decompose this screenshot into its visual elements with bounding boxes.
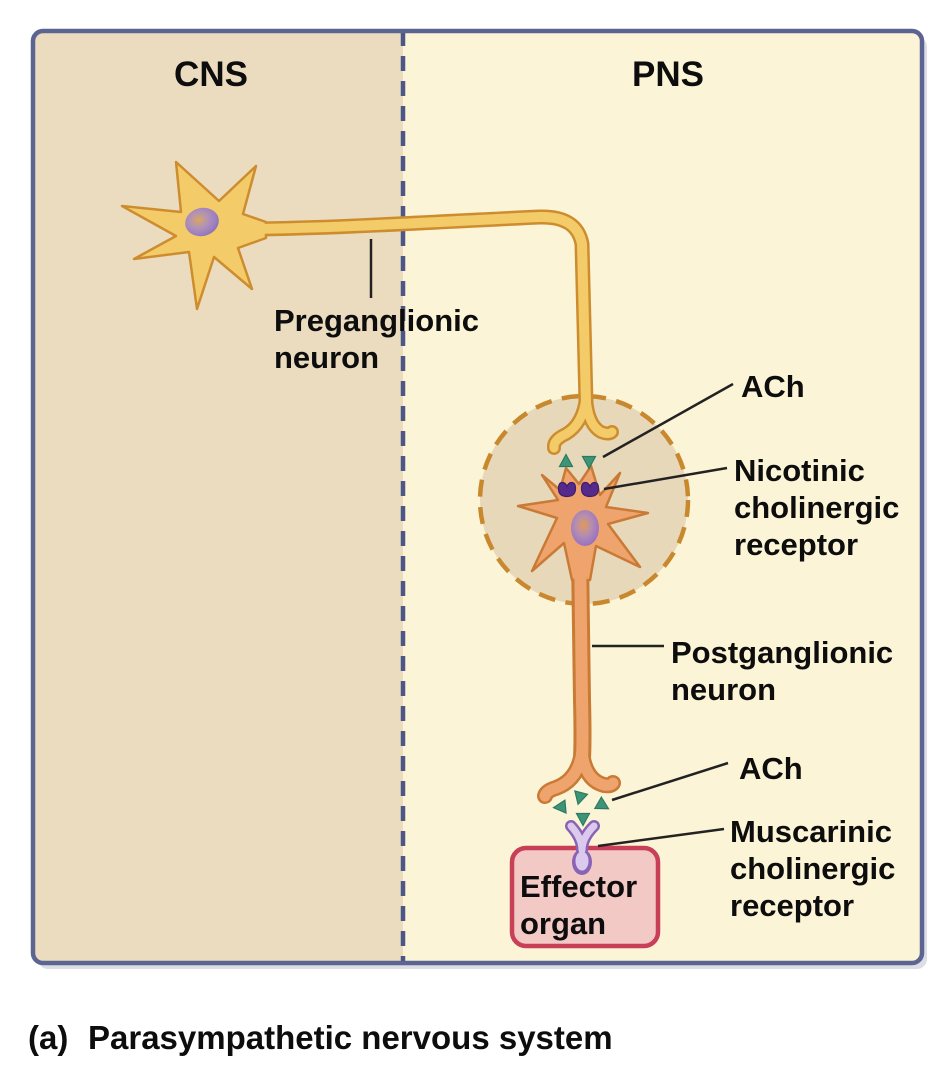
- pointer-lines: [369, 239, 734, 848]
- muscarinic-receptor-icon: [565, 820, 600, 875]
- nicotinic-receptor-icon: [580, 481, 600, 498]
- muscarinic-label-line1: Muscarinic: [730, 814, 892, 849]
- ach-ganglion-pointer-line: [602, 382, 734, 459]
- ach-effector-pointer-line: [611, 761, 729, 802]
- muscarinic-label-line3: receptor: [730, 888, 854, 923]
- caption-text: Parasympathetic nervous system: [88, 1019, 613, 1056]
- muscarinic-pointer-line: [597, 827, 725, 848]
- postganglionic-label-line2: neuron: [671, 672, 776, 707]
- preganglionic-axon: [247, 211, 617, 453]
- pns-region-label: PNS: [632, 55, 704, 94]
- ach-triangle-icon: [558, 453, 574, 468]
- ach-molecules-ganglion: [558, 453, 597, 470]
- cns-region-background: [33, 31, 403, 963]
- ach-molecules-effector: [552, 790, 610, 827]
- ach-triangle-icon: [581, 455, 597, 470]
- cns-region-label: CNS: [174, 55, 248, 94]
- nicotinic-receptor-icon: [557, 481, 577, 498]
- nicotinic-label-line1: Nicotinic: [734, 453, 865, 488]
- postganglionic-nucleus: [571, 510, 599, 546]
- effector-organ-label-line1: Effector: [520, 869, 637, 904]
- ach-triangle-icon: [593, 795, 610, 810]
- postganglionic-label-line1: Postganglionic: [671, 635, 893, 670]
- muscarinic-label-line2: cholinergic: [730, 851, 895, 886]
- nicotinic-label-line2: cholinergic: [734, 490, 899, 525]
- preganglionic-label-line1: Preganglionic: [274, 303, 479, 338]
- preganglionic-neuron-soma: [120, 160, 268, 311]
- ach-triangle-icon: [575, 812, 591, 827]
- preganglionic-label-line2: neuron: [274, 340, 379, 375]
- preganglionic-nucleus: [185, 207, 219, 237]
- ach-triangle-icon: [552, 799, 567, 815]
- postganglionic-axon: [539, 542, 619, 802]
- caption-index: (a): [28, 1019, 68, 1056]
- nicotinic-receptors: [557, 481, 600, 498]
- frame-border: [30, 28, 925, 966]
- ach-triangle-icon: [574, 790, 589, 806]
- nicotinic-pointer-line: [603, 466, 728, 491]
- ach-effector-label: ACh: [739, 751, 803, 786]
- ach-ganglion-label: ACh: [741, 369, 805, 404]
- effector-organ-label-line2: organ: [520, 906, 606, 941]
- nicotinic-label-line3: receptor: [734, 527, 858, 562]
